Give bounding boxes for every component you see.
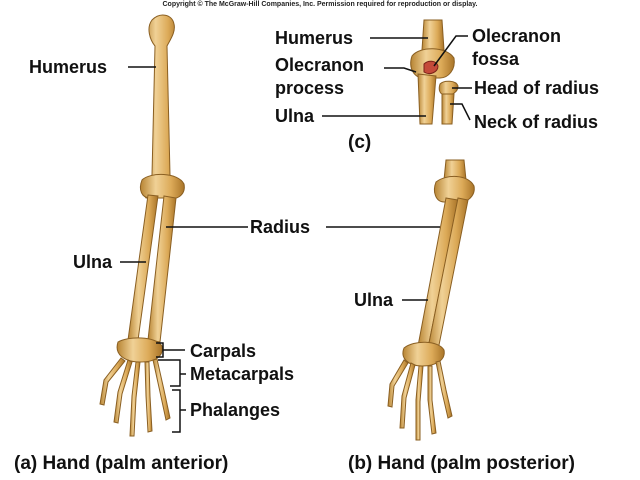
panel-b-illustration — [387, 159, 475, 441]
label-c-head-radius: Head of radius — [474, 78, 600, 98]
bracket-phalanges — [172, 389, 186, 433]
label-metacarpals: Metacarpals — [190, 364, 295, 384]
c-ulna-bone — [417, 73, 437, 125]
label-c-olecranon-fossa-1: Olecranon — [472, 26, 562, 46]
bracket-metacarpals — [158, 359, 186, 387]
panel-c-illustration — [410, 19, 459, 125]
leader-c-olecranon-fossa — [433, 35, 468, 67]
carpal-bones — [116, 337, 163, 363]
elbow-joint-b — [433, 176, 475, 203]
c-radius-head — [438, 80, 459, 96]
label-c-neck-radius: Neck of radius — [474, 112, 599, 132]
copyright-notice: Copyright © The McGraw-Hill Companies, I… — [162, 1, 478, 8]
label-radius: Radius — [250, 217, 311, 237]
leader-lines — [120, 35, 472, 433]
label-humerus-a: Humerus — [29, 57, 108, 77]
bracket-carpals — [156, 342, 185, 358]
panel-a-illustration — [99, 14, 185, 437]
label-ulna-a: Ulna — [73, 252, 113, 272]
label-carpals: Carpals — [190, 341, 257, 361]
hand-bones-a — [99, 357, 171, 437]
caption-c: (c) — [348, 132, 372, 153]
humerus-bone — [142, 14, 180, 199]
label-ulna-b: Ulna — [354, 290, 394, 310]
leader-c-neck-radius — [450, 103, 471, 121]
caption-b: (b) Hand (palm posterior) — [348, 453, 575, 474]
radius-bone — [147, 195, 177, 343]
label-c-humerus: Humerus — [275, 28, 354, 48]
label-c-olecranon-process-1: Olecranon — [275, 55, 365, 75]
label-c-ulna: Ulna — [275, 106, 315, 126]
label-c-olecranon-process-2: process — [275, 78, 345, 98]
label-c-olecranon-fossa-2: fossa — [472, 49, 520, 69]
c-humerus-shaft — [421, 19, 445, 51]
c-radius-shaft — [441, 93, 455, 125]
leader-c-olecranon-process — [384, 67, 417, 73]
hand-bones-b — [387, 359, 453, 441]
label-phalanges: Phalanges — [190, 400, 281, 420]
caption-a: (a) Hand (palm anterior) — [14, 453, 229, 474]
elbow-joint — [139, 174, 185, 199]
